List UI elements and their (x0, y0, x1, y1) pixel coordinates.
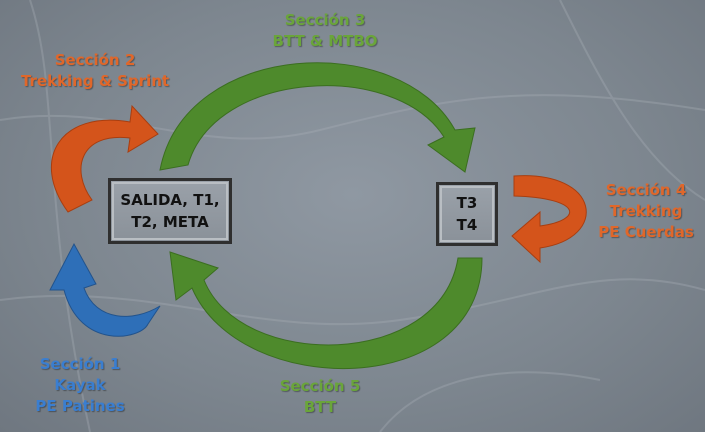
start-node: SALIDA, T1, T2, META (108, 178, 232, 244)
section-3-title: Sección 3 (284, 11, 366, 29)
start-node-line-2: T2, META (131, 213, 209, 231)
section-5-label: Sección 5 BTT (260, 376, 380, 418)
section-2-title: Sección 2 (54, 51, 136, 69)
transition-node: T3 T4 (436, 182, 498, 246)
section-5-title: Sección 5 (279, 377, 361, 395)
section-4-title: Sección 4 (605, 181, 687, 199)
section-3-arrow-icon (159, 62, 476, 173)
transition-node-line-1: T3 (456, 194, 478, 212)
section-5-activity: BTT (303, 398, 337, 416)
section-4-activity: Trekking (609, 202, 683, 220)
section-4-label: Sección 4 Trekking PE Cuerdas (590, 180, 702, 243)
section-1-arrow-icon (49, 242, 161, 337)
section-4-arrow-icon (511, 175, 587, 264)
section-1-label: Sección 1 Kayak PE Patines (20, 354, 140, 417)
section-3-label: Sección 3 BTT & MTBO (255, 10, 395, 52)
section-1-activity-2: PE Patines (35, 397, 125, 415)
section-1-activity: Kayak (54, 376, 106, 394)
section-2-arrow-icon (50, 104, 159, 213)
section-2-activity: Trekking & Sprint (20, 72, 170, 90)
start-node-line-1: SALIDA, T1, (120, 191, 220, 209)
section-4-activity-2: PE Cuerdas (598, 223, 694, 241)
section-1-title: Sección 1 (39, 355, 121, 373)
section-2-label: Sección 2 Trekking & Sprint (0, 50, 190, 92)
section-5-arrow-icon (169, 251, 483, 370)
transition-node-line-2: T4 (456, 216, 478, 234)
section-3-activity: BTT & MTBO (272, 32, 378, 50)
